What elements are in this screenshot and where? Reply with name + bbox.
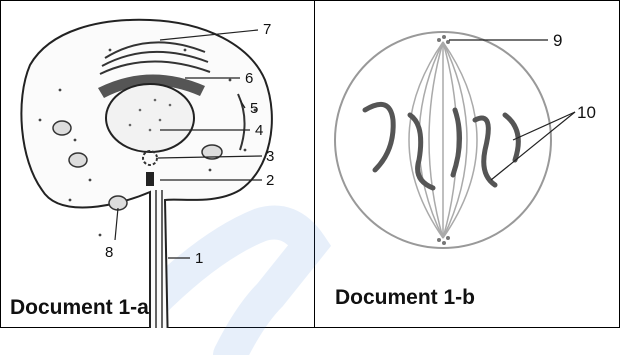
cell-diagram: 7 6 5 4 3 2 1 8 (0, 0, 314, 328)
label-2: 2 (266, 172, 274, 189)
label-10: 10 (577, 103, 596, 122)
label-7: 7 (263, 21, 271, 38)
label-1: 1 (195, 250, 203, 267)
label-6: 6 (245, 70, 253, 87)
caption-document-1a: Document 1-a (10, 296, 149, 320)
label-3: 3 (266, 148, 274, 165)
document-1b-panel: 9 10 Document 1-b (315, 0, 620, 328)
mitosis-diagram: 9 10 (315, 0, 620, 328)
label-5: 5 (250, 100, 258, 117)
basal-body (146, 172, 154, 186)
document-1a-panel: 7 6 5 4 3 2 1 8 Document 1-a (0, 0, 314, 328)
label-4: 4 (255, 122, 263, 139)
label-8: 8 (105, 244, 113, 261)
nucleus (106, 84, 194, 152)
caption-document-1b: Document 1-b (335, 286, 475, 310)
label-9: 9 (553, 31, 562, 50)
